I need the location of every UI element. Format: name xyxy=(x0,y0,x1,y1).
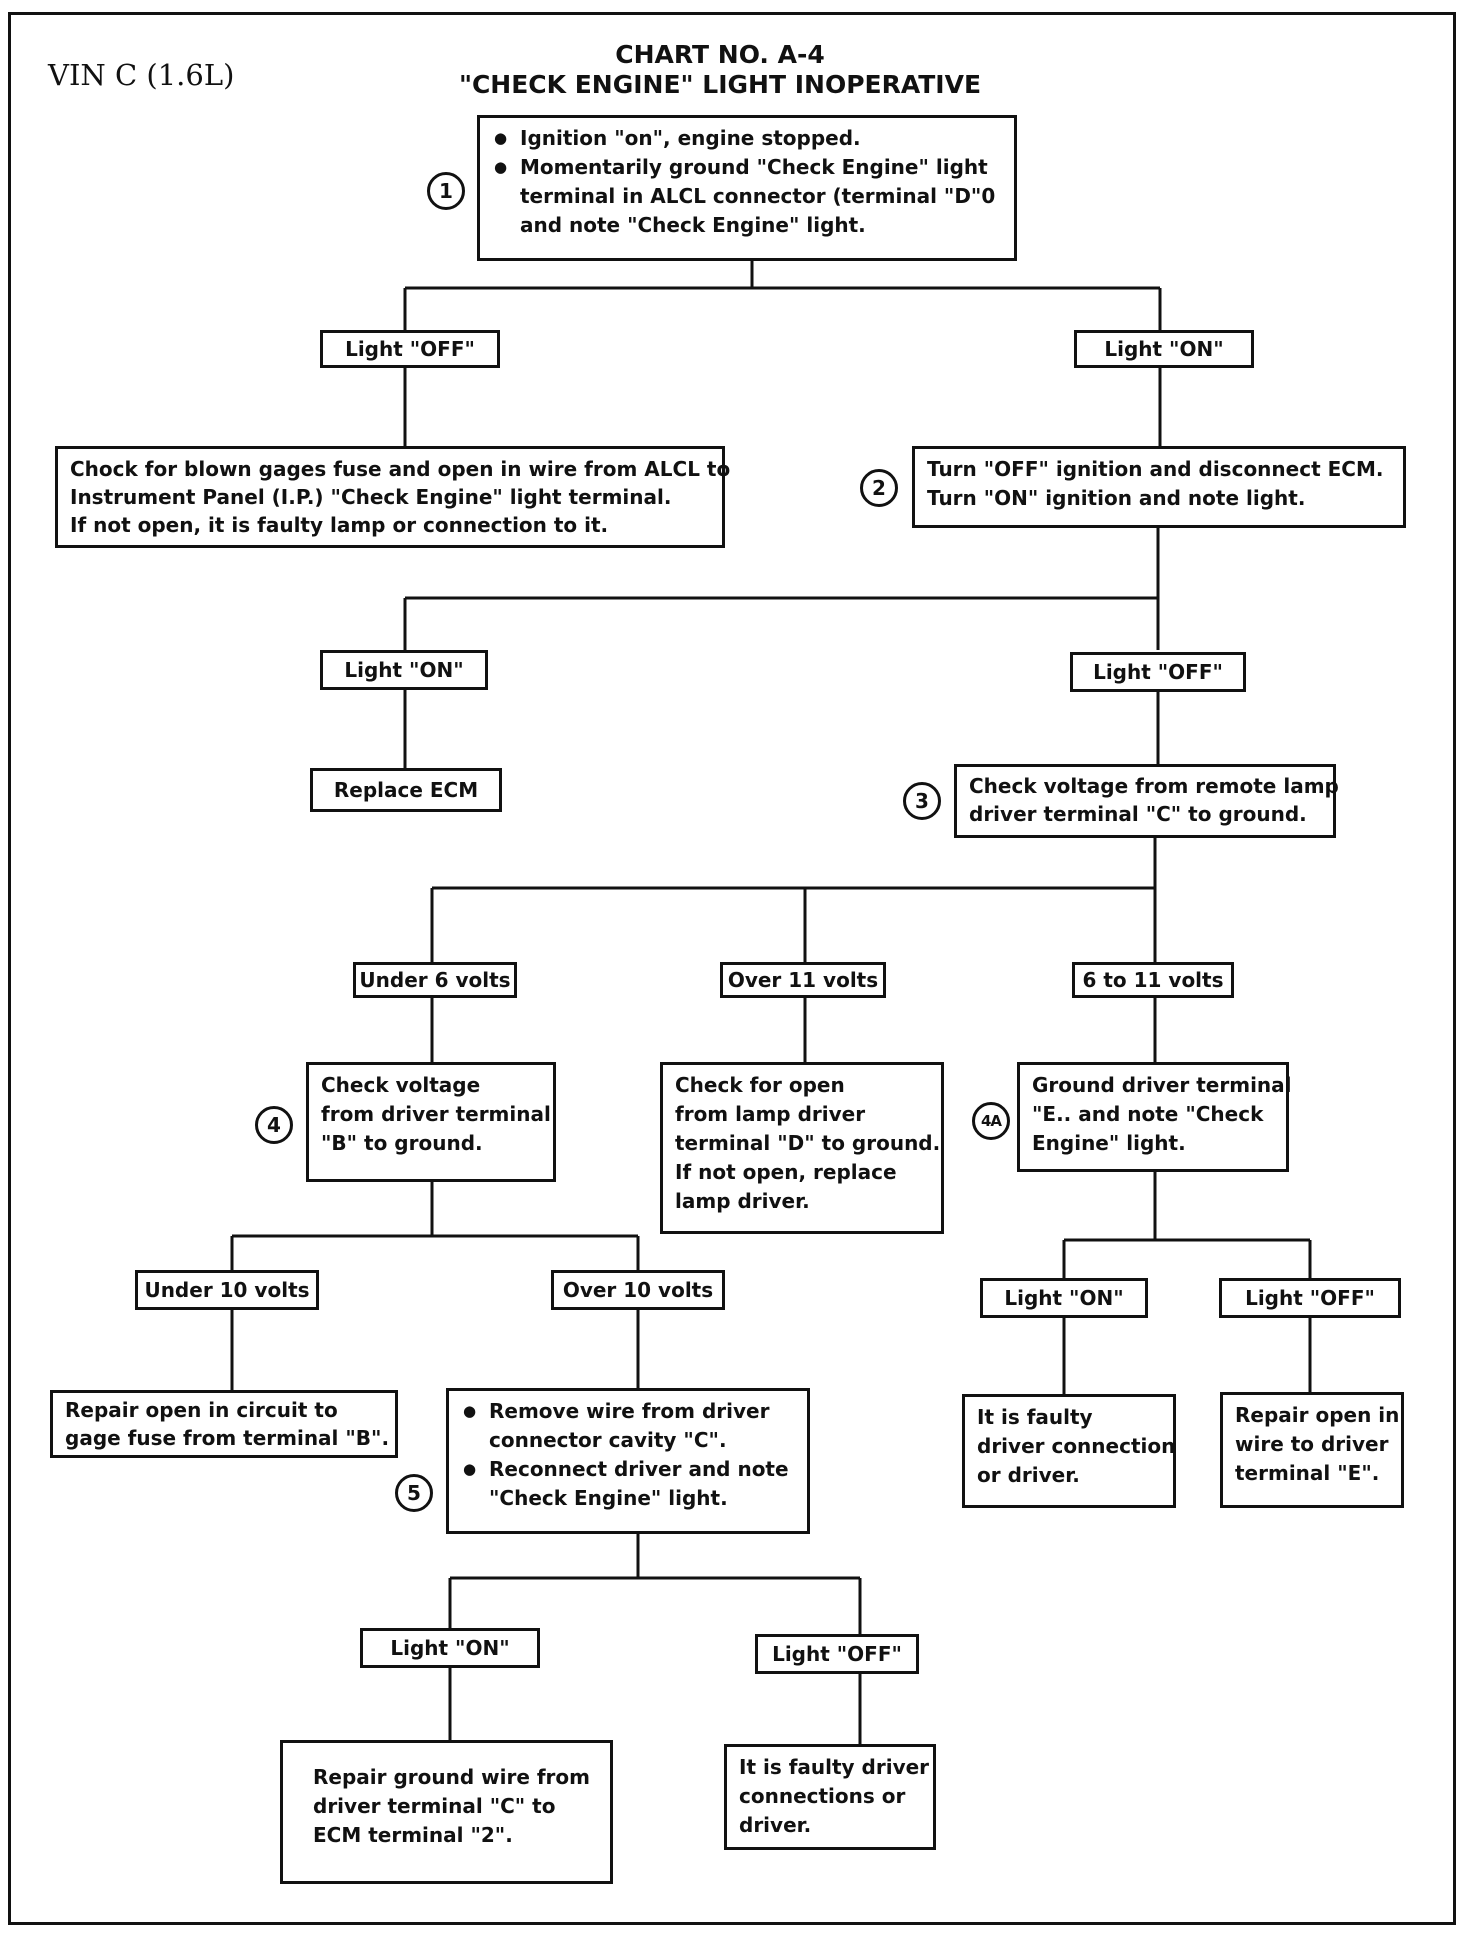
step-1-bullet: Ignition "on", engine stopped. xyxy=(492,124,1002,153)
repair-ground-wire-box: Repair ground wire from driver terminal … xyxy=(280,1740,613,1884)
step-4a-marker: 4A xyxy=(972,1102,1010,1140)
repair-terminal-b-box: Repair open in circuit to gage fuse from… xyxy=(50,1390,398,1458)
light-on-label: Light "ON" xyxy=(980,1278,1148,1318)
faulty-driver-connection-box: It is faulty driver connection or driver… xyxy=(962,1394,1176,1508)
page-border xyxy=(8,12,1456,1925)
step-2-marker: 2 xyxy=(860,469,898,507)
step-5-box: Remove wire from driver connector cavity… xyxy=(446,1388,810,1534)
text-line: Engine" light. xyxy=(1032,1131,1186,1155)
step-5-bullet: Remove wire from driver connector cavity… xyxy=(461,1397,795,1455)
light-on-label: Light "ON" xyxy=(320,650,488,690)
text-line: If not open, it is faulty lamp or connec… xyxy=(70,513,609,537)
under-6-volts-label: Under 6 volts xyxy=(353,962,517,998)
text-line: Instrument Panel (I.P.) "Check Engine" l… xyxy=(70,485,672,509)
step-1-box: Ignition "on", engine stopped. Momentari… xyxy=(477,115,1017,261)
step-1-marker: 1 xyxy=(427,172,465,210)
text-line: driver. xyxy=(739,1813,812,1837)
chart-subtitle: "CHECK ENGINE" LIGHT INOPERATIVE xyxy=(458,70,982,99)
text-line: It is faulty driver xyxy=(739,1755,930,1779)
text-line: Check for open xyxy=(675,1073,845,1097)
light-on-label: Light "ON" xyxy=(360,1628,540,1668)
text-line: driver terminal "C" to ground. xyxy=(969,802,1307,826)
light-off-label: Light "OFF" xyxy=(320,330,500,368)
under-10-volts-label: Under 10 volts xyxy=(135,1270,319,1310)
text-line: "B" to ground. xyxy=(321,1131,483,1155)
text-line: If not open, replace xyxy=(675,1160,897,1184)
light-off-label: Light "OFF" xyxy=(755,1634,919,1674)
vin-label: VIN C (1.6L) xyxy=(48,58,235,92)
text-line: lamp driver. xyxy=(675,1189,810,1213)
text-line: Repair ground wire from xyxy=(313,1765,591,1789)
text-line: ECM terminal "2". xyxy=(313,1823,513,1847)
over-11-volts-label: Over 11 volts xyxy=(720,962,886,998)
text-line: "E.. and note "Check xyxy=(1032,1102,1264,1126)
text-line: terminal "E". xyxy=(1235,1461,1380,1485)
step-4-marker: 4 xyxy=(255,1106,293,1144)
text-line: gage fuse from terminal "B". xyxy=(65,1426,390,1450)
text-line: Turn "OFF" ignition and disconnect ECM. xyxy=(927,457,1384,481)
step-5-marker: 5 xyxy=(395,1474,433,1512)
text-line: Repair open in xyxy=(1235,1403,1400,1427)
text-line: Chock for blown gages fuse and open in w… xyxy=(70,457,731,481)
text-line: Turn "ON" ignition and note light. xyxy=(927,486,1306,510)
check-open-box: Check for open from lamp driver terminal… xyxy=(660,1062,944,1234)
step-4a-box: Ground driver terminal "E.. and note "Ch… xyxy=(1017,1062,1292,1172)
light-off-label: Light "OFF" xyxy=(1219,1278,1401,1318)
text-line: driver terminal "C" to xyxy=(313,1794,556,1818)
6-to-11-volts-label: 6 to 11 volts xyxy=(1072,962,1234,998)
check-fuse-box: Chock for blown gages fuse and open in w… xyxy=(55,446,731,548)
light-off-label: Light "OFF" xyxy=(1070,652,1246,692)
text-line: Ground driver terminal xyxy=(1032,1073,1292,1097)
step-2-box: Turn "OFF" ignition and disconnect ECM. … xyxy=(912,446,1406,528)
text-line: Repair open in circuit to xyxy=(65,1398,338,1422)
step-5-bullet: Reconnect driver and note "Check Engine"… xyxy=(461,1455,795,1513)
over-10-volts-label: Over 10 volts xyxy=(551,1270,725,1310)
text-line: connections or xyxy=(739,1784,906,1808)
text-line: driver connection xyxy=(977,1434,1176,1458)
text-line: Check voltage from remote lamp xyxy=(969,774,1339,798)
step-3-box: Check voltage from remote lamp driver te… xyxy=(954,764,1339,838)
text-line: It is faulty xyxy=(977,1405,1093,1429)
chart-title: CHART NO. A-4 "CHECK ENGINE" LIGHT INOPE… xyxy=(440,40,1000,100)
step-1-bullet: Momentarily ground "Check Engine" light … xyxy=(492,153,1002,240)
light-on-label: Light "ON" xyxy=(1074,330,1254,368)
replace-ecm-box: Replace ECM xyxy=(310,768,502,812)
chart-number: CHART NO. A-4 xyxy=(615,40,825,69)
step-3-marker: 3 xyxy=(903,782,941,820)
text-line: from lamp driver xyxy=(675,1102,866,1126)
text-line: or driver. xyxy=(977,1463,1080,1487)
faulty-driver-connections-box: It is faulty driver connections or drive… xyxy=(724,1744,936,1850)
text-line: Check voltage xyxy=(321,1073,481,1097)
text-line: terminal "D" to ground. xyxy=(675,1131,941,1155)
text-line: from driver terminal xyxy=(321,1102,551,1126)
text-line: wire to driver xyxy=(1235,1432,1389,1456)
step-4-box: Check voltage from driver terminal "B" t… xyxy=(306,1062,556,1182)
repair-terminal-e-box: Repair open in wire to driver terminal "… xyxy=(1220,1392,1404,1508)
